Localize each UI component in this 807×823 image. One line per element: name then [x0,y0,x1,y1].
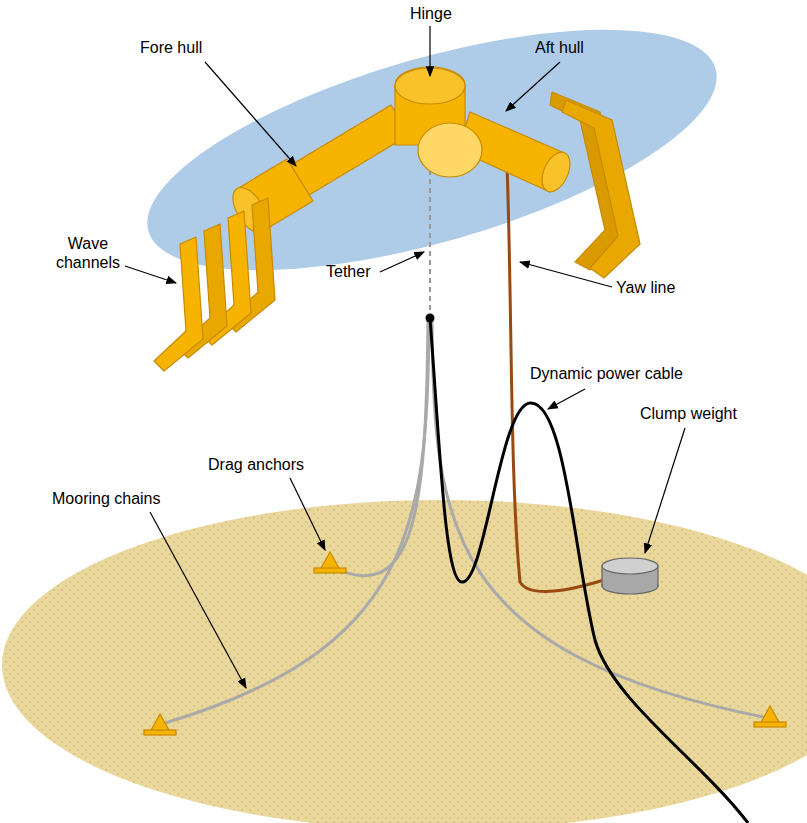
part-label: Aft hull [535,38,584,57]
leader-arrows [125,26,685,688]
part-label: Wave channels [48,234,128,272]
tether-node [426,314,435,323]
tether [429,170,431,318]
drag-anchors [144,552,786,735]
part-label: Drag anchors [208,455,304,474]
part-label: Fore hull [140,38,202,57]
part-label: Mooring chains [52,489,161,508]
mooring-chains [162,320,768,724]
part-label: Dynamic power cable [530,364,683,383]
power-cable [430,318,748,823]
clump-weight [602,558,658,594]
part-label: Yaw line [616,278,675,297]
device [154,67,640,371]
part-label: Tether [326,262,370,281]
part-label: Clump weight [640,404,737,423]
part-label: Hinge [410,4,452,23]
